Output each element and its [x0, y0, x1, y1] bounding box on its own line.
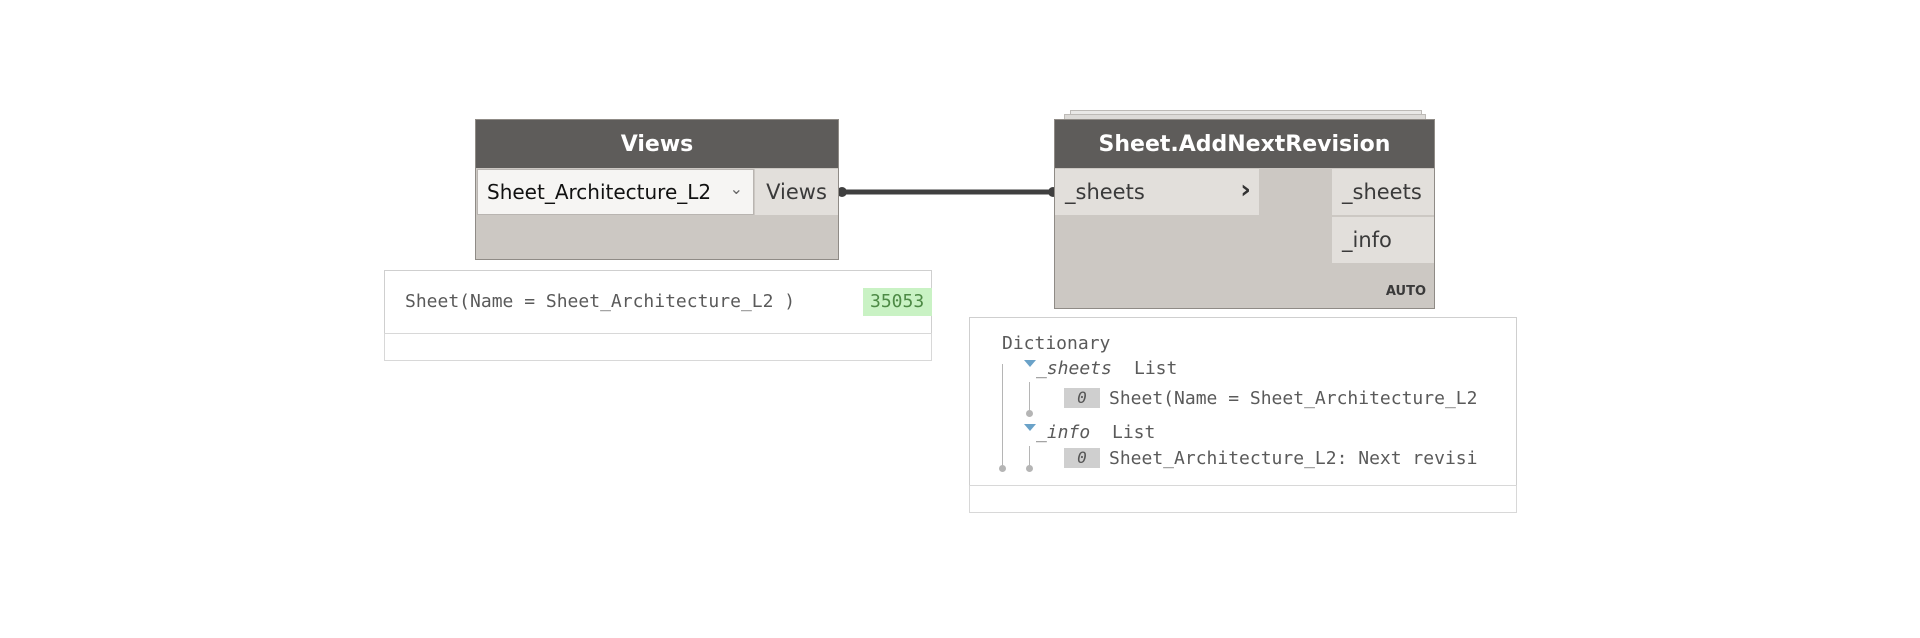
sheets-key: _sheets	[1036, 358, 1112, 379]
sheets-output-port-label: _sheets	[1342, 180, 1422, 204]
tree-node-dot	[1026, 465, 1033, 472]
element-id-text: 35053	[870, 291, 925, 312]
tree-line	[1029, 382, 1030, 412]
tree-node-dot	[1026, 410, 1033, 417]
view-selector-dropdown[interactable]: Sheet_Architecture_L2 ⌄	[477, 169, 754, 215]
sheets-output-port[interactable]: _sheets	[1332, 169, 1434, 215]
view-selector-value: Sheet_Architecture_L2	[487, 180, 712, 204]
chevron-down-icon[interactable]: ⌄	[729, 179, 743, 198]
info-output-port-label: _info	[1342, 228, 1392, 252]
dictionary-label: Dictionary	[1002, 333, 1111, 354]
views-preview-footer	[384, 333, 932, 361]
info-type: List	[1112, 422, 1156, 443]
sheets-input-port-label: _sheets	[1065, 180, 1145, 204]
views-node-title[interactable]: Views	[476, 120, 838, 168]
tree-line	[1029, 446, 1030, 468]
info-output-port[interactable]: _info	[1332, 217, 1434, 263]
add-next-revision-title[interactable]: Sheet.AddNextRevision	[1055, 120, 1434, 168]
expand-arrow-icon[interactable]	[1024, 360, 1036, 367]
sheets-type: List	[1134, 358, 1178, 379]
info-key: _info	[1036, 422, 1091, 443]
element-id-tag[interactable]: 35053	[863, 288, 932, 316]
tree-line	[1002, 364, 1003, 469]
views-output-port-label: Views	[766, 180, 827, 204]
views-preview-bubble[interactable]: Sheet(Name = Sheet_Architecture_L2 ) 350…	[384, 270, 932, 334]
list-index-badge: 0	[1064, 388, 1100, 408]
add-next-revision-node[interactable]: Sheet.AddNextRevision _sheets › _sheets …	[1054, 119, 1435, 309]
views-output-port[interactable]: Views	[755, 169, 838, 215]
list-index-badge: 0	[1064, 448, 1100, 468]
views-node[interactable]: Views Sheet_Architecture_L2 ⌄ Views	[475, 119, 839, 260]
list-item-value: Sheet(Name = Sheet_Architecture_L2	[1109, 388, 1478, 409]
chevron-right-icon[interactable]: ›	[1240, 175, 1251, 205]
revision-preview-bubble[interactable]: Dictionary _sheets List 0 Sheet(Name = S…	[969, 317, 1517, 486]
lacing-indicator[interactable]: AUTO	[1385, 284, 1426, 299]
revision-preview-footer	[969, 485, 1517, 513]
list-item-value: Sheet_Architecture_L2: Next revisi	[1109, 448, 1478, 469]
views-preview-text: Sheet(Name = Sheet_Architecture_L2 )	[405, 291, 796, 312]
tree-node-dot	[999, 465, 1006, 472]
sheets-input-port[interactable]: _sheets ›	[1055, 169, 1259, 215]
expand-arrow-icon[interactable]	[1024, 424, 1036, 431]
